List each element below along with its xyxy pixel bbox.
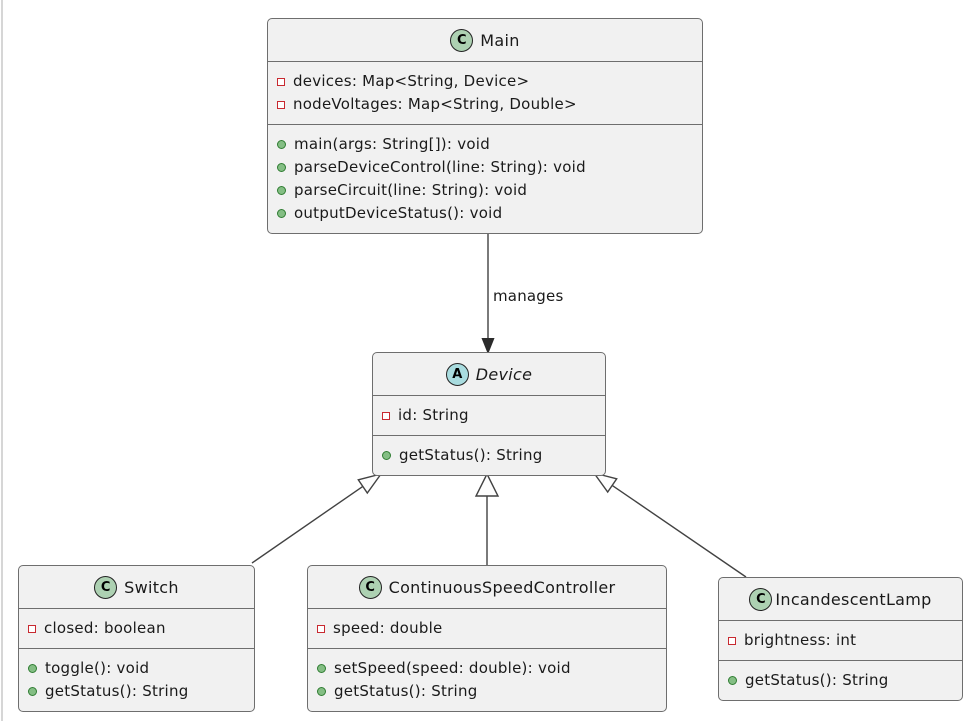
method-row: getStatus(): String bbox=[28, 680, 245, 703]
field-text: nodeVoltages: Map<String, Double> bbox=[293, 95, 577, 113]
class-box-main: C Main devices: Map<String, Device> node… bbox=[267, 18, 703, 234]
method-row: parseDeviceControl(line: String): void bbox=[277, 156, 693, 179]
methods-section: setSpeed(speed: double): void getStatus(… bbox=[308, 648, 666, 711]
field-row: id: String bbox=[382, 404, 596, 427]
method-row: parseCircuit(line: String): void bbox=[277, 179, 693, 202]
field-row: speed: double bbox=[317, 617, 657, 640]
private-visibility-icon bbox=[382, 411, 390, 420]
class-header: C Switch bbox=[19, 566, 254, 609]
method-row: main(args: String[]): void bbox=[277, 133, 693, 156]
class-spot-icon: C bbox=[749, 587, 773, 611]
method-text: parseDeviceControl(line: String): void bbox=[294, 158, 586, 176]
private-visibility-icon bbox=[317, 624, 325, 633]
methods-section: getStatus(): String bbox=[719, 660, 962, 700]
method-text: parseCircuit(line: String): void bbox=[294, 181, 528, 199]
class-box-controller: C ContinuousSpeedController speed: doubl… bbox=[307, 565, 667, 712]
public-visibility-icon bbox=[382, 451, 391, 460]
public-visibility-icon bbox=[728, 676, 737, 685]
methods-section: getStatus(): String bbox=[373, 435, 605, 475]
private-visibility-icon bbox=[277, 77, 285, 86]
field-text: id: String bbox=[398, 406, 469, 424]
field-text: brightness: int bbox=[744, 631, 857, 649]
manages-arrow bbox=[481, 233, 495, 355]
private-visibility-icon bbox=[28, 624, 36, 633]
class-name: Device bbox=[475, 364, 533, 384]
fields-section: id: String bbox=[373, 396, 605, 435]
class-name: ContinuousSpeedController bbox=[388, 577, 616, 597]
public-visibility-icon bbox=[28, 664, 37, 673]
method-text: getStatus(): String bbox=[45, 682, 189, 700]
class-spot-icon: C bbox=[450, 28, 474, 52]
field-row: devices: Map<String, Device> bbox=[277, 70, 693, 93]
fields-section: brightness: int bbox=[719, 621, 962, 660]
public-visibility-icon bbox=[277, 140, 286, 149]
field-text: speed: double bbox=[333, 619, 443, 637]
fields-section: devices: Map<String, Device> nodeVoltage… bbox=[268, 62, 702, 124]
methods-section: main(args: String[]): void parseDeviceCo… bbox=[268, 124, 702, 233]
public-visibility-icon bbox=[28, 687, 37, 696]
fields-section: closed: boolean bbox=[19, 609, 254, 648]
class-spot-icon: C bbox=[94, 575, 118, 599]
method-row: getStatus(): String bbox=[728, 669, 953, 692]
field-text: closed: boolean bbox=[44, 619, 166, 637]
class-name: IncandescentLamp bbox=[775, 589, 932, 609]
extends-arrow-switch bbox=[251, 472, 383, 564]
class-name: Main bbox=[480, 30, 520, 50]
class-box-switch: C Switch closed: boolean toggle(): void … bbox=[18, 565, 255, 712]
class-name: Switch bbox=[124, 577, 179, 597]
methods-section: toggle(): void getStatus(): String bbox=[19, 648, 254, 711]
fields-section: speed: double bbox=[308, 609, 666, 648]
class-box-lamp: C IncandescentLamp brightness: int getSt… bbox=[718, 577, 963, 701]
extends-arrow-lamp bbox=[592, 471, 747, 578]
public-visibility-icon bbox=[317, 687, 326, 696]
class-spot-icon: C bbox=[358, 575, 382, 599]
abstract-spot-icon: A bbox=[445, 362, 469, 386]
public-visibility-icon bbox=[317, 664, 326, 673]
method-row: getStatus(): String bbox=[382, 444, 596, 467]
method-text: toggle(): void bbox=[45, 659, 150, 677]
public-visibility-icon bbox=[277, 163, 286, 172]
edge-label-manages: manages bbox=[493, 287, 564, 305]
class-header: C ContinuousSpeedController bbox=[308, 566, 666, 609]
public-visibility-icon bbox=[277, 209, 286, 218]
extends-arrow-controller bbox=[474, 472, 500, 565]
method-text: main(args: String[]): void bbox=[294, 135, 490, 153]
field-row: closed: boolean bbox=[28, 617, 245, 640]
class-header: A Device bbox=[373, 353, 605, 396]
class-box-device: A Device id: String getStatus(): String bbox=[372, 352, 606, 476]
private-visibility-icon bbox=[277, 100, 285, 109]
method-text: getStatus(): String bbox=[399, 446, 543, 464]
method-text: getStatus(): String bbox=[745, 671, 889, 689]
method-row: getStatus(): String bbox=[317, 680, 657, 703]
method-row: toggle(): void bbox=[28, 657, 245, 680]
class-header: C IncandescentLamp bbox=[719, 578, 962, 621]
field-text: devices: Map<String, Device> bbox=[293, 72, 530, 90]
private-visibility-icon bbox=[728, 636, 736, 645]
method-text: getStatus(): String bbox=[334, 682, 478, 700]
method-row: outputDeviceStatus(): void bbox=[277, 202, 693, 225]
window-edge-line bbox=[1, 0, 3, 721]
class-header: C Main bbox=[268, 19, 702, 62]
field-row: brightness: int bbox=[728, 629, 953, 652]
public-visibility-icon bbox=[277, 186, 286, 195]
method-text: setSpeed(speed: double): void bbox=[334, 659, 571, 677]
method-text: outputDeviceStatus(): void bbox=[294, 204, 503, 222]
field-row: nodeVoltages: Map<String, Double> bbox=[277, 93, 693, 116]
method-row: setSpeed(speed: double): void bbox=[317, 657, 657, 680]
